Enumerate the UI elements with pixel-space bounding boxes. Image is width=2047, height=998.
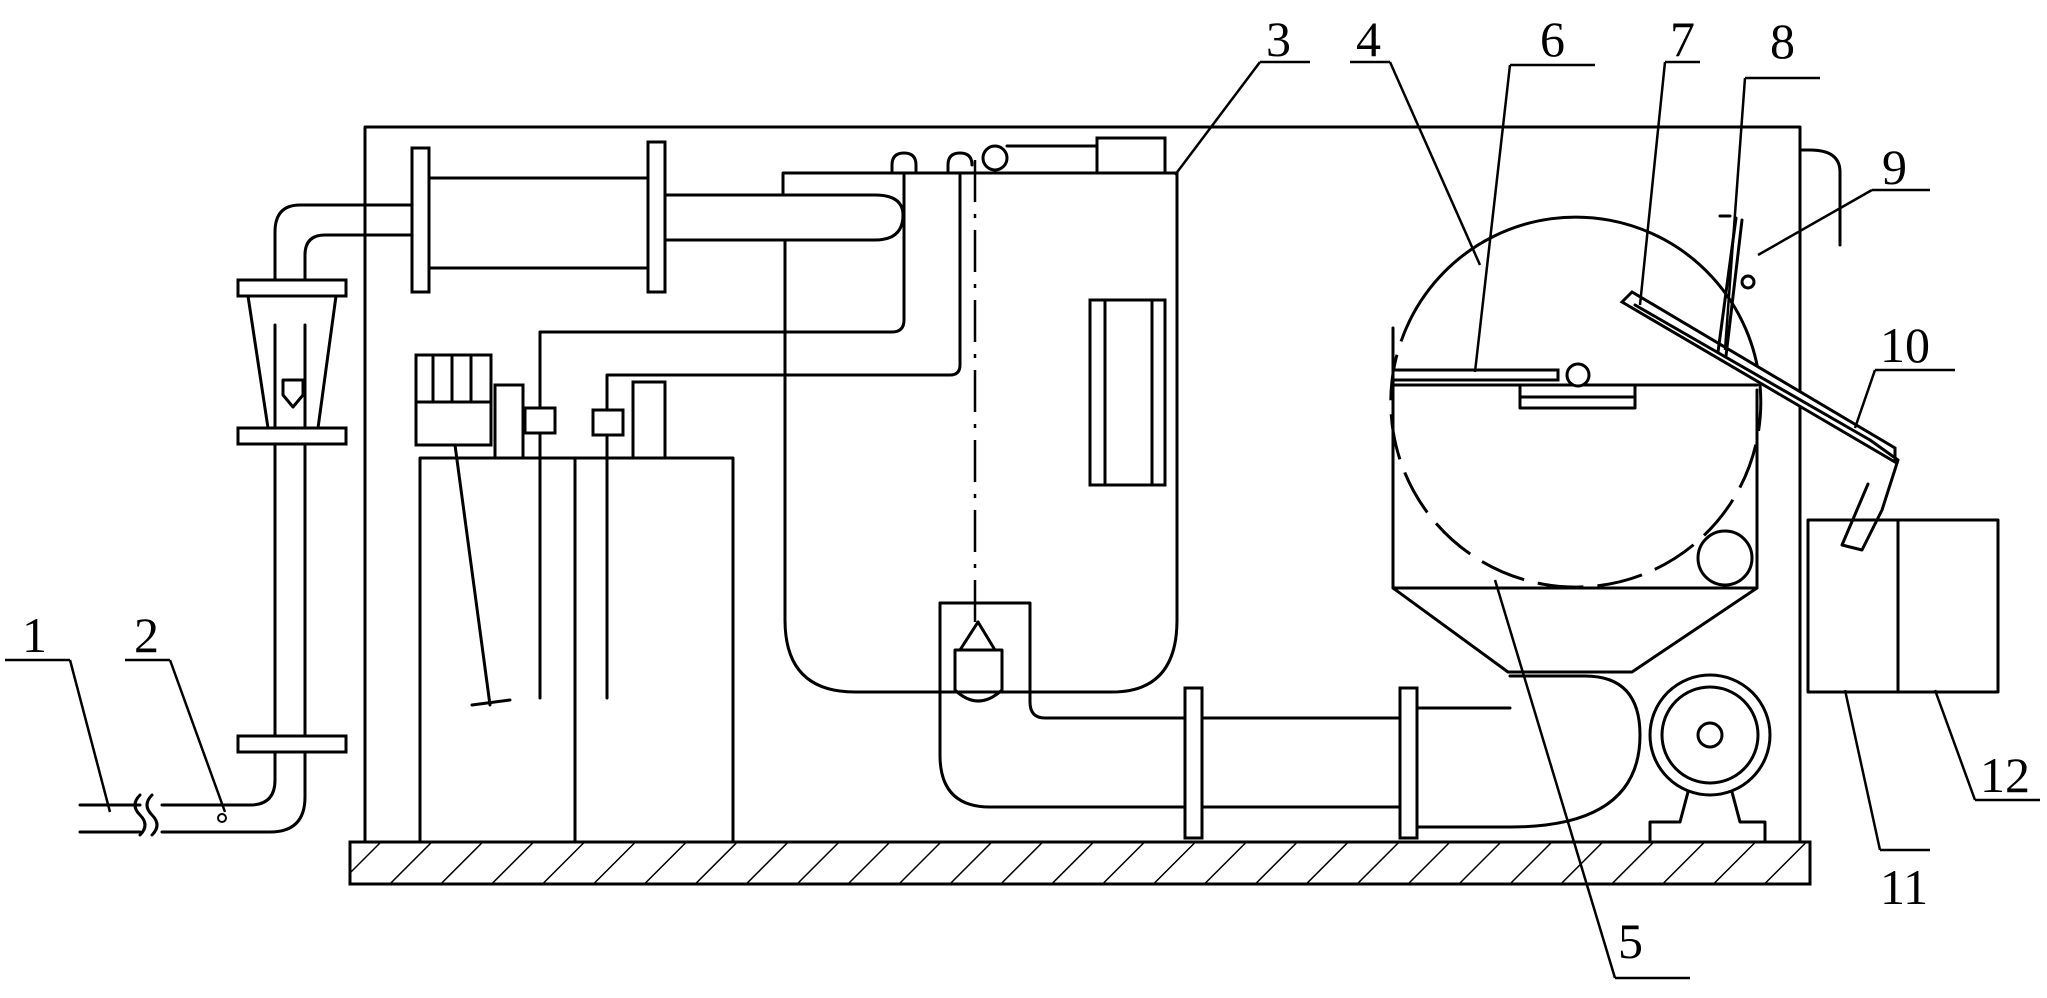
top-pipe xyxy=(410,140,905,294)
enclosure-frame xyxy=(363,125,1802,844)
label-10: 10 xyxy=(1880,317,1930,373)
label-7: 7 xyxy=(1670,11,1695,67)
connecting-tubes xyxy=(538,171,962,412)
leader-lines xyxy=(5,60,2040,980)
chute-assembly xyxy=(1619,148,1900,552)
lower-pipe xyxy=(938,601,1642,840)
collection-boxes xyxy=(1806,518,2000,694)
label-6: 6 xyxy=(1540,11,1565,67)
callout-labels: 1 2 3 4 5 6 7 8 9 10 11 12 xyxy=(22,11,2030,969)
label-4: 4 xyxy=(1356,11,1381,67)
ground-base xyxy=(348,840,1812,886)
label-9: 9 xyxy=(1882,139,1907,195)
label-8: 8 xyxy=(1770,13,1795,69)
label-12: 12 xyxy=(1980,747,2030,803)
inlet-pipe xyxy=(78,203,422,837)
label-3: 3 xyxy=(1266,11,1291,67)
instrument-tanks xyxy=(414,353,735,844)
separator-vessel xyxy=(1389,215,1763,674)
label-5: 5 xyxy=(1618,913,1643,969)
tank-3 xyxy=(781,136,1179,694)
label-11: 11 xyxy=(1880,859,1928,915)
label-2: 2 xyxy=(134,607,159,663)
motor xyxy=(1648,673,1772,844)
label-1: 1 xyxy=(22,607,47,663)
